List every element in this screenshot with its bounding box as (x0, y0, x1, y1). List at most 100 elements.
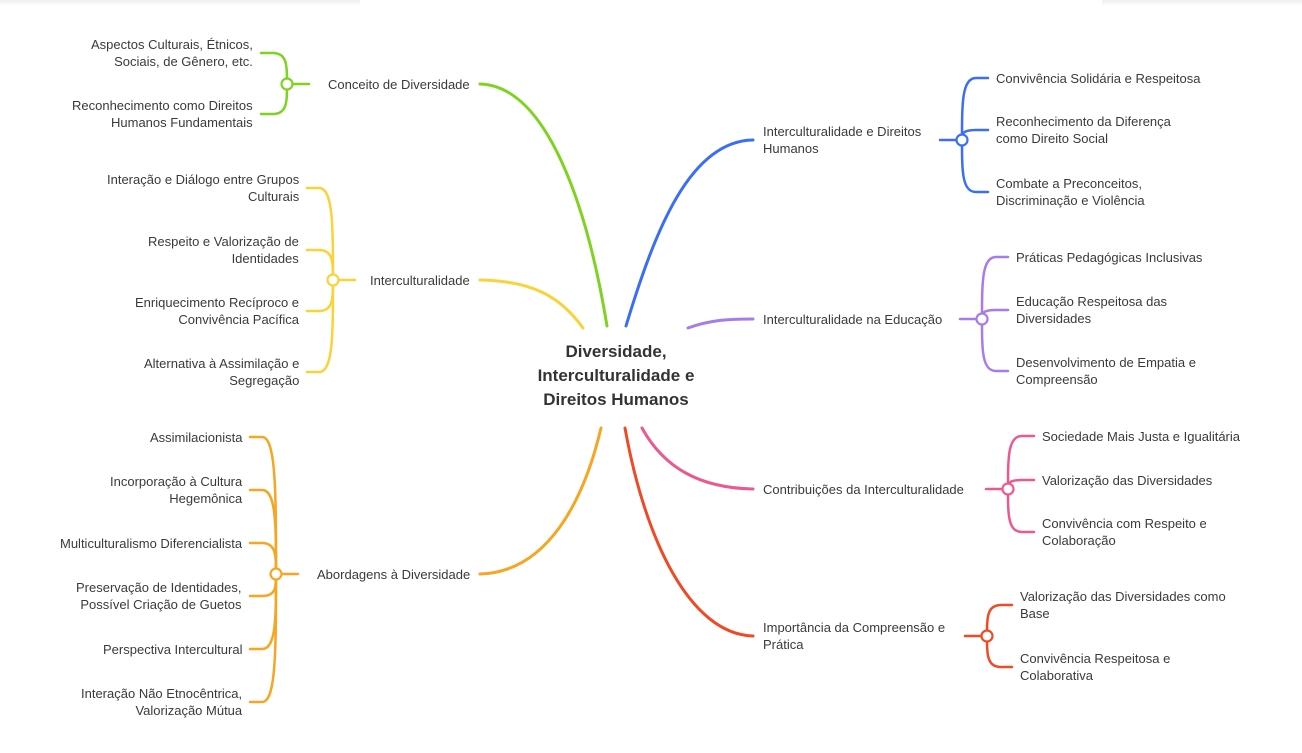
child-abordagens[interactable]: Perspectiva Intercultural (103, 641, 242, 658)
child-connector-contribuicoes (1006, 487, 1036, 534)
branch-connector-importancia (623, 426, 755, 638)
collapse-toggle-contribuicoes[interactable] (1001, 482, 1015, 496)
branch-abordagens[interactable]: Abordagens à Diversidade (317, 566, 470, 583)
child-interculturalidade[interactable]: Respeito e Valorização de Identidades (148, 233, 299, 267)
branch-importancia-text: Prática (763, 637, 804, 652)
collapse-toggle-direitos[interactable] (955, 133, 969, 147)
child-direitos[interactable]: Combate a Preconceitos, Discriminação e V… (996, 175, 1145, 209)
branch-connector-abordagens (478, 426, 603, 576)
child-abordagens-text: Perspectiva Intercultural (103, 641, 243, 657)
child-interculturalidade[interactable]: Enriquecimento Recíproco e Convivência Pa… (135, 294, 299, 328)
child-abordagens-text: Assimilacionista (150, 429, 243, 445)
central-topic-line: Diversidade, (565, 342, 667, 361)
child-connector-abordagens (248, 488, 278, 576)
child-interculturalidade-text: Enriquecimento Recíproco e (135, 295, 300, 310)
branch-conceito[interactable]: Conceito de Diversidade (328, 76, 470, 93)
child-connector-abordagens (248, 572, 278, 651)
central-topic-line: Interculturalidade e (537, 366, 695, 385)
collapse-toggle-educacao[interactable] (975, 312, 989, 326)
child-conceito-text: Aspectos Culturais, Étnicos, (91, 37, 253, 52)
branch-conceito-text: Conceito de Diversidade (328, 76, 470, 92)
child-direitos-text: Combate a Preconceitos, (996, 176, 1142, 191)
branch-educacao-text: Interculturalidade na Educação (763, 311, 943, 327)
child-interculturalidade-text: Alternativa à Assimilação e (144, 356, 300, 371)
child-direitos-text: Convivência Solidária e Respeitosa (996, 70, 1201, 86)
child-educacao-text: Práticas Pedagógicas Inclusivas (1016, 249, 1203, 265)
child-connector-direitos (960, 138, 990, 194)
child-connector-interculturalidade (305, 278, 335, 374)
top-shadow-right (1102, 0, 1302, 6)
branch-interculturalidade-text: Interculturalidade (370, 272, 470, 288)
child-contribuicoes-text: Sociedade Mais Justa e Igualitária (1042, 428, 1241, 444)
child-contribuicoes[interactable]: Convivência com Respeito e Colaboração (1042, 515, 1207, 549)
collapse-toggle-interculturalidade[interactable] (326, 273, 340, 287)
child-connector-direitos (960, 76, 990, 142)
collapse-toggle-conceito[interactable] (280, 77, 294, 91)
child-connector-contribuicoes (1006, 434, 1036, 491)
branch-abordagens-text: Abordagens à Diversidade (317, 566, 471, 582)
child-contribuicoes-text: Colaboração (1042, 533, 1116, 548)
branch-connector-educacao (686, 317, 755, 330)
child-interculturalidade-text: Identidades (231, 251, 299, 266)
child-interculturalidade-text: Convivência Pacífica (178, 312, 300, 327)
child-educacao-text: Compreensão (1016, 372, 1098, 387)
child-abordagens[interactable]: Assimilacionista (150, 429, 242, 446)
child-abordagens-text: Possível Criação de Guetos (80, 597, 242, 612)
child-importancia[interactable]: Convivência Respeitosa e Colaborativa (1020, 650, 1170, 684)
child-conceito-text: Humanos Fundamentais (111, 115, 253, 130)
child-connector-abordagens (248, 572, 278, 704)
child-conceito-text: Sociais, de Gênero, etc. (114, 54, 253, 69)
child-interculturalidade-text: Respeito e Valorização de (148, 234, 299, 249)
branch-connector-conceito (478, 82, 609, 328)
child-interculturalidade-text: Culturais (247, 189, 300, 204)
branch-contribuicoes[interactable]: Contribuições da Interculturalidade (763, 481, 964, 498)
child-direitos[interactable]: Reconhecimento da Diferença como Direito … (996, 113, 1171, 147)
child-abordagens[interactable]: Preservação de Identidades, Possível Cria… (76, 579, 242, 613)
central-topic[interactable]: Diversidade, Interculturalidade e Direit… (516, 340, 716, 412)
child-importancia-text: Colaborativa (1020, 668, 1093, 683)
child-direitos[interactable]: Convivência Solidária e Respeitosa (996, 70, 1201, 87)
branch-contribuicoes-text: Contribuições da Interculturalidade (763, 481, 964, 497)
central-topic-line: Direitos Humanos (543, 390, 689, 409)
child-educacao-text: Diversidades (1016, 311, 1092, 326)
child-educacao-text: Desenvolvimento de Empatia e (1016, 355, 1196, 370)
child-conceito[interactable]: Aspectos Culturais, Étnicos, Sociais, de … (91, 36, 253, 70)
child-abordagens[interactable]: Interação Não Etnocêntrica,Valorização M… (81, 685, 242, 719)
child-abordagens[interactable]: Multiculturalismo Diferencialista (60, 535, 242, 552)
child-contribuicoes-text: Convivência com Respeito e (1042, 516, 1207, 531)
collapse-toggle-abordagens[interactable] (269, 567, 283, 581)
child-connector-interculturalidade (305, 186, 335, 282)
child-abordagens-text: Hegemônica (169, 491, 243, 506)
branch-educacao[interactable]: Interculturalidade na Educação (763, 311, 942, 328)
child-contribuicoes[interactable]: Sociedade Mais Justa e Igualitária (1042, 428, 1240, 445)
child-interculturalidade-text: Segregação (229, 373, 300, 388)
child-educacao-text: Educação Respeitosa das (1016, 294, 1168, 309)
child-educacao[interactable]: Práticas Pedagógicas Inclusivas (1016, 249, 1202, 266)
child-abordagens-text: Multiculturalismo Diferencialista (60, 535, 243, 551)
branch-importancia-text: Importância da Compreensão e (763, 620, 946, 635)
child-contribuicoes[interactable]: Valorização das Diversidades (1042, 472, 1212, 489)
collapse-toggle-importancia[interactable] (980, 629, 994, 643)
branch-direitos-text: Interculturalidade e Direitos (763, 124, 922, 139)
child-importancia-text: Convivência Respeitosa e (1020, 651, 1171, 666)
child-abordagens-text: Incorporação à Cultura (110, 474, 243, 489)
branch-connector-direitos (624, 138, 755, 328)
child-importancia-text: Valorização das Diversidades como (1020, 589, 1226, 604)
child-direitos-text: como Direito Social (996, 131, 1108, 146)
child-conceito-text: Reconhecimento como Direitos (72, 98, 253, 113)
child-abordagens-text: Preservação de Identidades, (76, 580, 242, 595)
branch-connector-contribuicoes (640, 426, 755, 491)
branch-interculturalidade[interactable]: Interculturalidade (370, 272, 470, 289)
branch-importancia[interactable]: Importância da Compreensão e Prática (763, 619, 945, 653)
child-interculturalidade[interactable]: Alternativa à Assimilação e Segregação (144, 355, 299, 389)
child-direitos-text: Discriminação e Violência (996, 193, 1145, 208)
child-educacao[interactable]: Desenvolvimento de Empatia e Compreensão (1016, 354, 1196, 388)
child-direitos-text: Reconhecimento da Diferença (996, 114, 1171, 129)
